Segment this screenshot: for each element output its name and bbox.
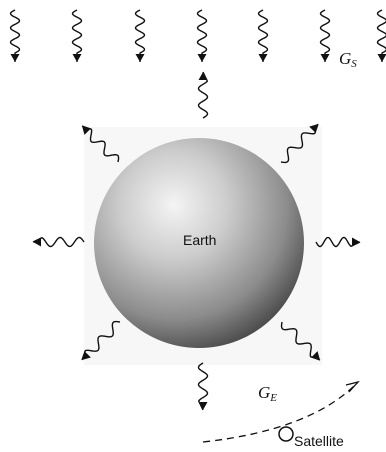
earth-emission-wavy-arrow-icon-head xyxy=(199,402,208,410)
earth-label: Earth xyxy=(183,232,216,248)
solar-wavy-arrow-down-icon-head xyxy=(73,54,82,62)
satellite-circle-icon xyxy=(279,427,293,441)
earth-emission-wavy-arrow-icon-head xyxy=(33,238,41,247)
solar-wavy-arrow-down-icon-head xyxy=(259,54,268,62)
solar-wavy-arrow-down-icon-head xyxy=(136,54,145,62)
earth-emission-label: GE xyxy=(258,383,277,404)
solar-wavy-arrow-down-icon-head xyxy=(11,54,20,62)
earth-emission-wavy-arrow-icon-head xyxy=(199,72,208,80)
solar-wavy-arrow-down-icon-head xyxy=(378,54,386,62)
solar-wavy-arrow-down-icon-head xyxy=(321,54,330,62)
earth-emission-wavy-arrow-icon-head xyxy=(352,238,360,247)
solar-irradiation-label: GS xyxy=(339,49,357,70)
solar-wavy-arrow-down-icon-head xyxy=(198,54,207,62)
satellite-label: Satellite xyxy=(294,433,344,449)
solar-radiation-arrows xyxy=(11,10,386,62)
